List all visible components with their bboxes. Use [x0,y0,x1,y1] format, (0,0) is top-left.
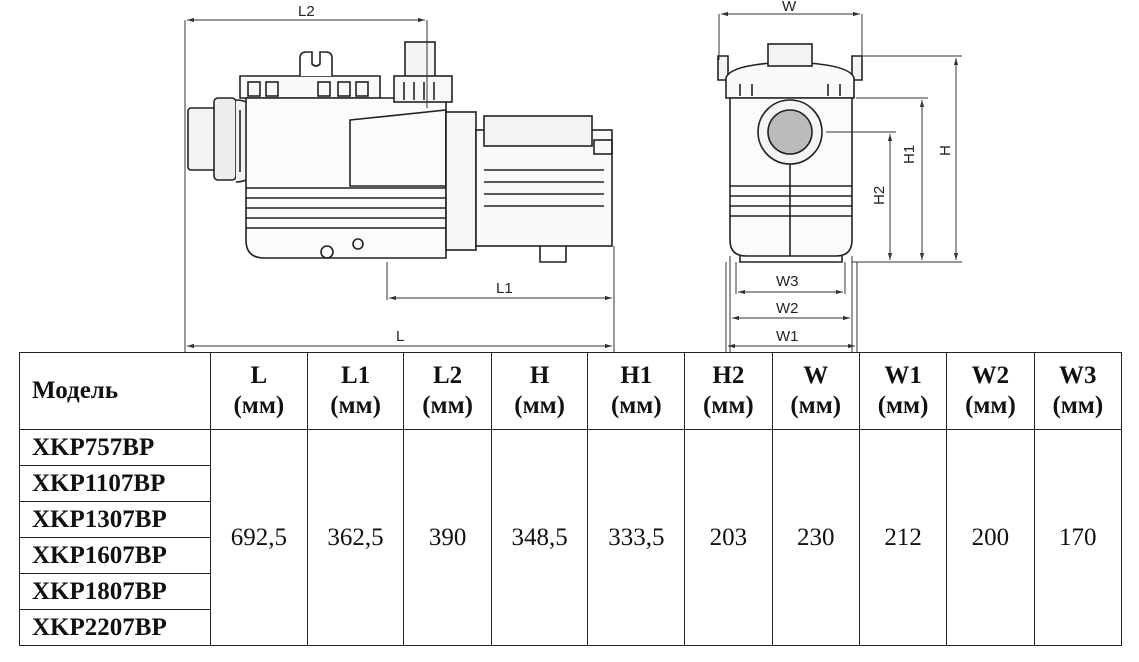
dim-label-h: H [937,145,954,156]
table-row: XKP2207BP [19,609,1122,646]
column-header-w2: W2 (мм) [946,352,1035,430]
column-unit: (мм) [1052,392,1104,419]
column-header-w3: W3 (мм) [1033,352,1123,430]
column-header-w1: W1 (мм) [858,352,948,430]
column-unit: (мм) [422,392,473,419]
column-header-l: L (мм) [210,352,308,430]
column-unit: (мм) [610,392,662,419]
column-header-h2: H2 (мм) [684,352,773,430]
pump-side-view [187,41,613,263]
column-name: W2 [971,362,1010,389]
pump-dimension-drawing: L2 L1 L [184,0,962,352]
value-cell-h2: 203 [684,429,773,646]
model-cell: XKP1107BP [19,465,211,502]
value-cell-w1: 212 [858,429,948,646]
column-name: H [529,362,550,389]
table-row: XKP1807BP [19,573,1122,610]
value-cell-w3: 170 [1033,429,1123,646]
dim-label-w: W [782,0,797,15]
column-unit: (мм) [790,392,842,419]
value-cell-h: 348,5 [490,429,589,646]
dim-label-h1: H1 [901,145,918,164]
column-name: L2 [432,362,463,389]
model-cell: XKP1607BP [19,537,211,574]
column-name: L [250,362,268,389]
model-cell: XKP1307BP [19,501,211,538]
column-name: H1 [620,362,653,389]
dim-label-l: L [396,328,404,345]
table-row: XKP1607BP [19,537,1122,574]
column-unit: (мм) [330,392,381,419]
table-row: XKP757BP 692,5 362,5 390 348,5 333,5 203… [19,429,1123,646]
model-cell: XKP2207BP [19,609,211,646]
column-header-w: W (мм) [771,352,860,430]
value-cell-l2: 390 [403,429,492,646]
column-name: L1 [340,362,371,389]
column-unit: (мм) [965,392,1016,419]
model-column-header: Модель [19,352,211,430]
dimensions-table: Модель L(мм) L1(мм) L2(мм) H(мм) H1(мм) … [19,352,1123,646]
table-header-row: Модель L(мм) L1(мм) L2(мм) H(мм) H1(мм) … [19,352,1123,430]
value-cell-w2: 200 [946,429,1035,646]
model-cell: XKP757BP [19,429,211,466]
value-cell-h1: 333,5 [587,429,686,646]
column-header-l2: L2 (мм) [403,352,492,430]
column-name: W [803,362,829,389]
column-header-l1: L1 (мм) [306,352,405,430]
column-header-h1: H1 (мм) [587,352,686,430]
column-unit: (мм) [877,392,929,419]
dim-label-w1: W1 [776,328,799,345]
pump-front-view [717,43,863,263]
value-cell-l1: 362,5 [306,429,405,646]
dim-label-l2: L2 [298,3,315,20]
dim-label-w2: W2 [776,300,799,317]
dim-label-h2: H2 [871,186,888,205]
column-unit: (мм) [514,392,565,419]
model-cell: XKP1807BP [19,573,211,610]
dim-label-l1: L1 [496,280,513,297]
dim-label-w3: W3 [776,273,799,290]
table-row: XKP1107BP [19,465,1122,502]
column-header-h: H (мм) [490,352,589,430]
column-name: H2 [712,362,745,389]
column-unit: (мм) [233,392,285,419]
column-name: W1 [884,362,922,389]
table-row: XKP1307BP [19,501,1122,538]
column-name: W3 [1059,362,1097,389]
value-cell-l: 692,5 [210,429,308,646]
value-cell-w: 230 [771,429,860,646]
column-unit: (мм) [702,392,754,419]
